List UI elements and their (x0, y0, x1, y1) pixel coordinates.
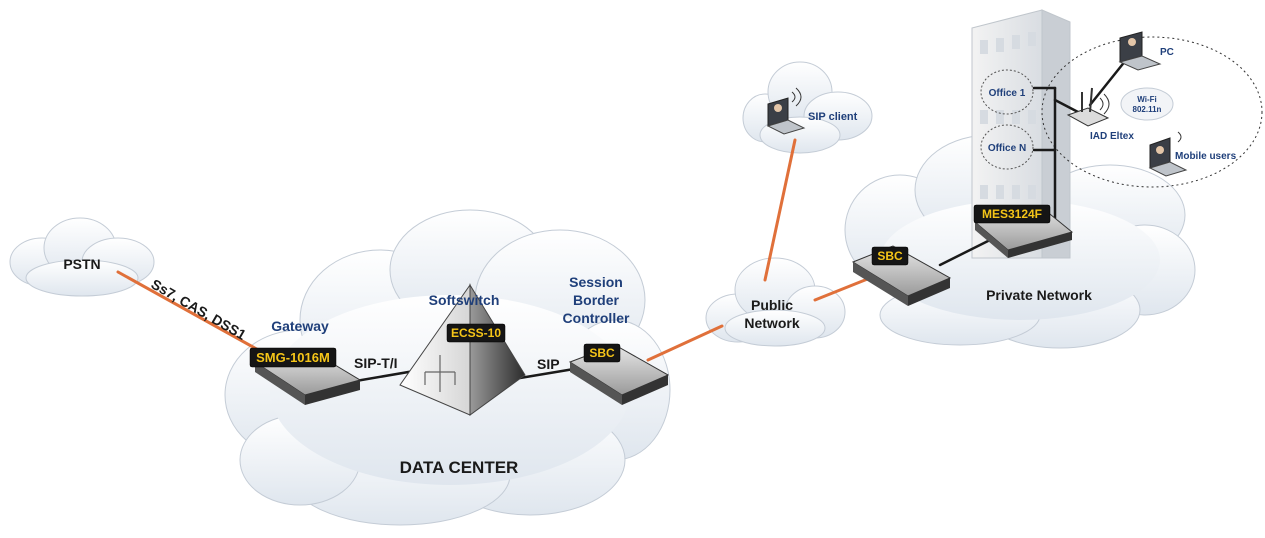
sbc-title-line3: Controller (563, 310, 630, 326)
wifi-cloud (1120, 87, 1174, 121)
wifi-zone (1041, 36, 1263, 188)
link-gateway-softswitch-label: SIP-T/I (354, 355, 398, 371)
link-gateway-softswitch (348, 368, 422, 384)
tag-sbc-dc: SBC (583, 343, 621, 363)
link-pstn-gateway-label: Ss7, CAS, DSS1 (149, 276, 250, 343)
softswitch-title: Softswitch (429, 292, 500, 308)
wifi-label-line2: 802.11n (1133, 105, 1162, 114)
wifi-label-line1: Wi-Fi (1137, 95, 1156, 104)
link-sbc-public (646, 324, 724, 362)
pc-label: PC (1160, 47, 1174, 58)
public-network-label-line2: Network (744, 315, 799, 331)
office-1-label: Office 1 (989, 88, 1026, 99)
switch-model-label: MES3124F (982, 207, 1042, 221)
tag-sbc-private: SBC (871, 246, 909, 266)
mobile-users-label: Mobile users (1175, 151, 1237, 162)
iad-router-icon (1066, 87, 1110, 127)
link-office-iad (1053, 98, 1080, 114)
sip-client-cloud (742, 61, 873, 154)
mobile-users-laptop-icon (1148, 131, 1188, 177)
private-network-label: Private Network (986, 287, 1092, 303)
pstn-cloud (9, 217, 155, 297)
gateway-model-label: SMG-1016M (256, 350, 330, 365)
sbc-dc-model-label: SBC (589, 346, 615, 360)
links (116, 53, 1132, 384)
data-center-label: DATA CENTER (400, 458, 519, 477)
tag-gateway: SMG-1016M (249, 347, 337, 368)
softswitch-pyramid (399, 283, 526, 416)
sbc-title-line1: Session (569, 274, 623, 290)
link-public-sbc2 (813, 276, 872, 302)
office-n-label: Office N (988, 143, 1026, 154)
pc-laptop-icon (1118, 31, 1162, 71)
tag-switch: MES3124F (973, 204, 1051, 224)
link-sbc2-switch (938, 238, 992, 267)
iad-label: IAD Eltex (1090, 131, 1134, 142)
tag-softswitch: ECSS-10 (446, 323, 506, 343)
softswitch-model-label: ECSS-10 (451, 326, 501, 340)
public-network-cloud (705, 257, 846, 347)
link-pstn-gateway (116, 270, 264, 354)
gateway-title: Gateway (271, 318, 329, 334)
link-public-sipclient (763, 138, 797, 282)
sbc-private-model-label: SBC (877, 249, 903, 263)
link-softswitch-sbc-label: SIP (537, 356, 560, 372)
public-network-label-line1: Public (751, 297, 793, 313)
sip-client-label: SIP client (808, 111, 858, 123)
sip-client-laptop-icon (766, 87, 806, 135)
pstn-label: PSTN (63, 256, 100, 272)
sbc-title-line2: Border (573, 292, 619, 308)
